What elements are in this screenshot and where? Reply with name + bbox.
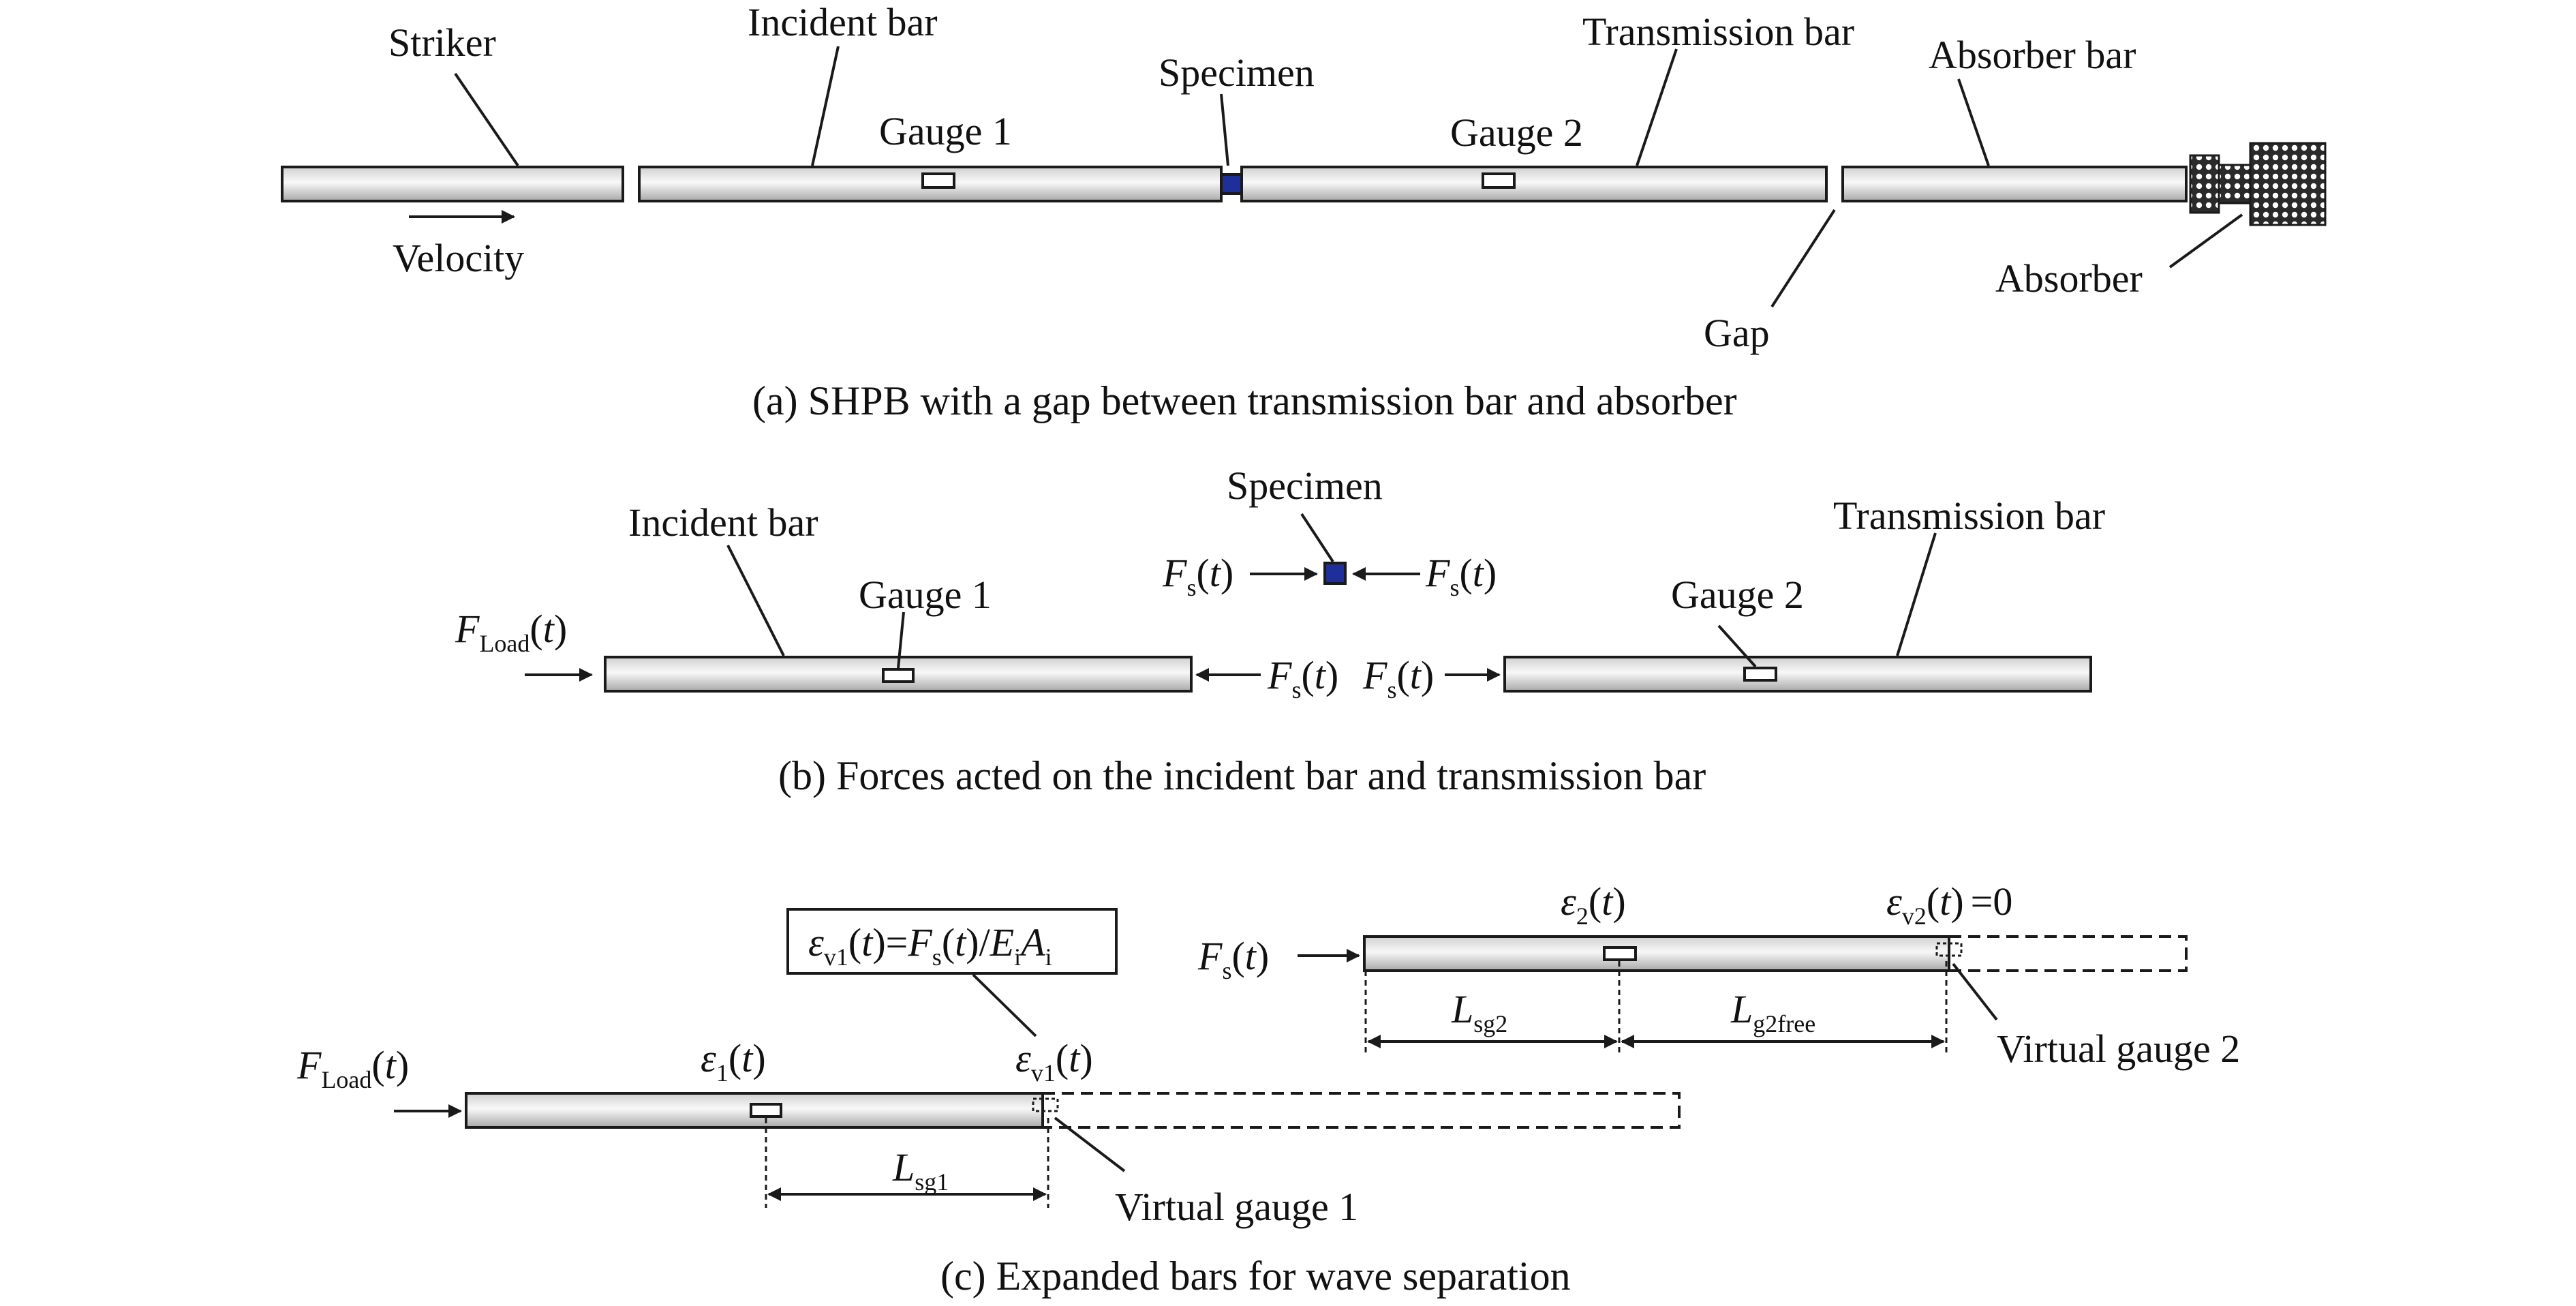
label-gauge2-a: Gauge 2 xyxy=(1450,110,1583,155)
label-fs-specimen-left: Fs(t) xyxy=(1162,551,1233,601)
gauge-eps1 xyxy=(750,1103,782,1118)
incident-bar-leader-a xyxy=(811,46,840,166)
label-gap: Gap xyxy=(1704,311,1770,355)
virtual-gauge1-mark xyxy=(1032,1097,1059,1112)
label-lsg1: Lsg1 xyxy=(892,1145,949,1196)
striker-leader xyxy=(454,72,519,167)
gauge2-a xyxy=(1482,172,1516,189)
label-striker: Striker xyxy=(388,20,496,65)
label-fs-c: Fs(t) xyxy=(1197,934,1269,984)
label-f-load-c: FLoad(t) xyxy=(296,1043,409,1093)
virtual-gauge1-leader xyxy=(1054,1117,1126,1172)
absorber-bar-leader xyxy=(1957,78,1990,166)
label-epsv1: εv1(t) xyxy=(1015,1036,1093,1087)
absorber-bar xyxy=(1841,166,2188,202)
label-specimen-a: Specimen xyxy=(1159,50,1315,95)
label-gauge2-b: Gauge 2 xyxy=(1671,573,1804,617)
gauge-eps2 xyxy=(1603,946,1637,961)
label-f-load-b: FLoad(t) xyxy=(455,607,567,657)
transmission-bar-a xyxy=(1240,166,1828,202)
caption-b: (b) Forces acted on the incident bar and… xyxy=(778,753,1706,798)
label-epsv2: εv2(t)=0 xyxy=(1886,879,2012,930)
virtual-gauge2-mark xyxy=(1935,942,1963,957)
label-absorber-bar: Absorber bar xyxy=(1929,33,2136,77)
label-formula: εv1(t)=Fs(t)/EiAi xyxy=(808,920,1052,971)
label-specimen-b: Specimen xyxy=(1227,464,1383,508)
label-virtual-gauge2: Virtual gauge 2 xyxy=(1997,1027,2240,1071)
caption-a: (a) SHPB with a gap between transmission… xyxy=(752,378,1737,423)
transmission-bar-b xyxy=(1503,656,2092,693)
label-eps1: ε1(t) xyxy=(701,1036,766,1087)
transmission-bar-leader-a xyxy=(1636,48,1678,166)
gauge1-a xyxy=(921,172,955,189)
absorber-block-large xyxy=(2249,142,2327,226)
virtual-gauge2-leader xyxy=(1952,962,1998,1021)
label-lsg2: Lsg2 xyxy=(1451,987,1507,1037)
formula-box xyxy=(786,908,1118,975)
transmission-bar-c xyxy=(1363,935,1950,972)
absorber-block-small xyxy=(2189,154,2220,214)
label-fs-incident: Fs(t) xyxy=(1267,653,1338,703)
label-fs-specimen-right: Fs(t) xyxy=(1425,551,1497,601)
label-lg2free: Lg2free xyxy=(1730,987,1815,1037)
absorber-block-mid xyxy=(2218,164,2252,204)
label-absorber: Absorber xyxy=(1995,256,2143,301)
label-gauge1-b: Gauge 1 xyxy=(859,573,992,617)
panel-c: εv1(t)=Fs(t)/EiAi FLoad(t) ε1(t) εv1(t) … xyxy=(296,879,2240,1299)
incident-bar-leader-b xyxy=(726,545,785,656)
specimen-b xyxy=(1323,562,1347,585)
panel-a: Striker Incident bar Gauge 1 Specimen Ga… xyxy=(281,0,2327,423)
gauge1-leader-b xyxy=(897,611,905,669)
caption-c: (c) Expanded bars for wave separation xyxy=(940,1254,1571,1299)
formula-leader xyxy=(972,973,1037,1037)
absorber-leader xyxy=(2168,213,2243,269)
label-gauge1-a: Gauge 1 xyxy=(879,109,1012,153)
specimen-leader-b xyxy=(1300,513,1334,563)
gauge1-b xyxy=(882,668,915,683)
label-virtual-gauge1: Virtual gauge 1 xyxy=(1115,1185,1358,1229)
transmission-bar-c-virtual xyxy=(1948,935,2188,972)
label-transmission-bar-a: Transmission bar xyxy=(1582,10,1854,54)
label-incident-bar-a: Incident bar xyxy=(748,0,938,44)
label-fs-transmission: Fs(t) xyxy=(1362,653,1434,703)
striker-bar xyxy=(281,166,624,202)
label-eps2: ε2(t) xyxy=(1561,879,1626,930)
label-transmission-bar-b: Transmission bar xyxy=(1833,493,2105,538)
label-incident-bar-b: Incident bar xyxy=(628,500,818,545)
transmission-bar-leader-b xyxy=(1896,532,1937,656)
gauge2-leader-b xyxy=(1717,624,1757,668)
specimen-leader-a xyxy=(1220,93,1229,166)
gap-leader xyxy=(1770,209,1836,308)
gauge2-b xyxy=(1743,667,1777,682)
panel-b: Incident bar Gauge 1 Specimen Transmissi… xyxy=(455,464,2105,798)
incident-bar-c-virtual xyxy=(1041,1092,1681,1129)
specimen-a xyxy=(1220,173,1243,195)
label-velocity: Velocity xyxy=(393,236,524,280)
